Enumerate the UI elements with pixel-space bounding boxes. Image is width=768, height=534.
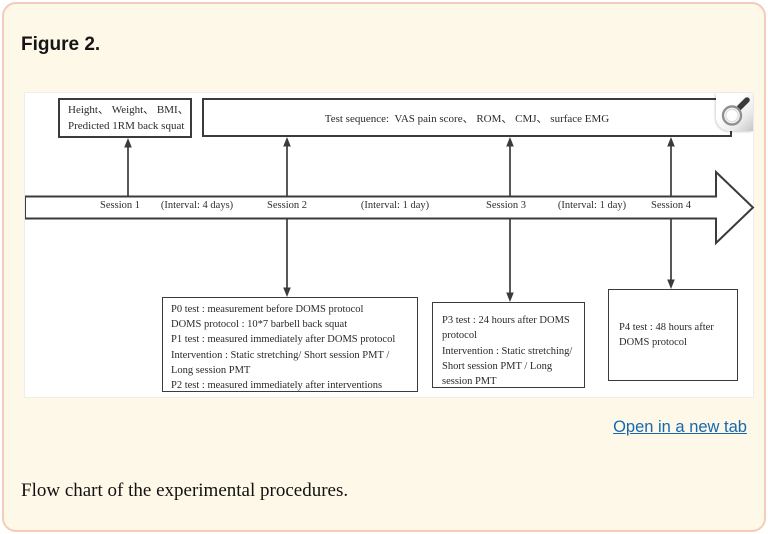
box-p0-p2-protocol: P0 test : measurement before DOMS protoc…	[162, 297, 418, 392]
box-p3-protocol: P3 test : 24 hours after DOMS protocol I…	[432, 302, 585, 388]
timeline-label-interval-2: (Interval: 1 day)	[360, 200, 430, 211]
box-baseline-measures: Height、 Weight、 BMI、 Predicted 1RM back …	[58, 98, 192, 138]
box-test-sequence: Test sequence: VAS pain score、 ROM、 CMJ、…	[202, 98, 732, 137]
down-arrow-session2	[283, 219, 291, 297]
box-p4-protocol: P4 test : 48 hours after DOMS protocol	[608, 289, 738, 381]
timeline-label-interval-3: (Interval: 1 day)	[557, 200, 627, 211]
timeline-arrow-shape	[25, 169, 755, 246]
timeline-label-session-2: Session 2	[267, 200, 307, 211]
up-arrow-session2	[283, 137, 291, 196]
open-in-new-tab-link[interactable]: Open in a new tab	[613, 418, 747, 436]
figure-caption: Flow chart of the experimental procedure…	[21, 480, 349, 501]
down-arrow-session3	[506, 219, 514, 302]
timeline-label-session-3: Session 3	[486, 200, 526, 211]
down-arrow-session4	[667, 219, 675, 289]
up-arrow-session4	[667, 137, 675, 196]
figure-title: Figure 2.	[21, 34, 101, 55]
timeline-label-session-1: Session 1	[100, 200, 140, 211]
up-arrow-session1	[124, 138, 132, 196]
flowchart-connectors-graphic	[25, 137, 755, 302]
zoom-button[interactable]	[716, 93, 753, 131]
up-arrow-session3	[506, 137, 514, 196]
timeline-label-interval-1: (Interval: 4 days)	[160, 200, 234, 211]
timeline-label-session-4: Session 4	[651, 200, 691, 211]
figure-image-panel[interactable]: Height、 Weight、 BMI、 Predicted 1RM back …	[24, 92, 755, 398]
magnifier-icon	[721, 97, 750, 126]
